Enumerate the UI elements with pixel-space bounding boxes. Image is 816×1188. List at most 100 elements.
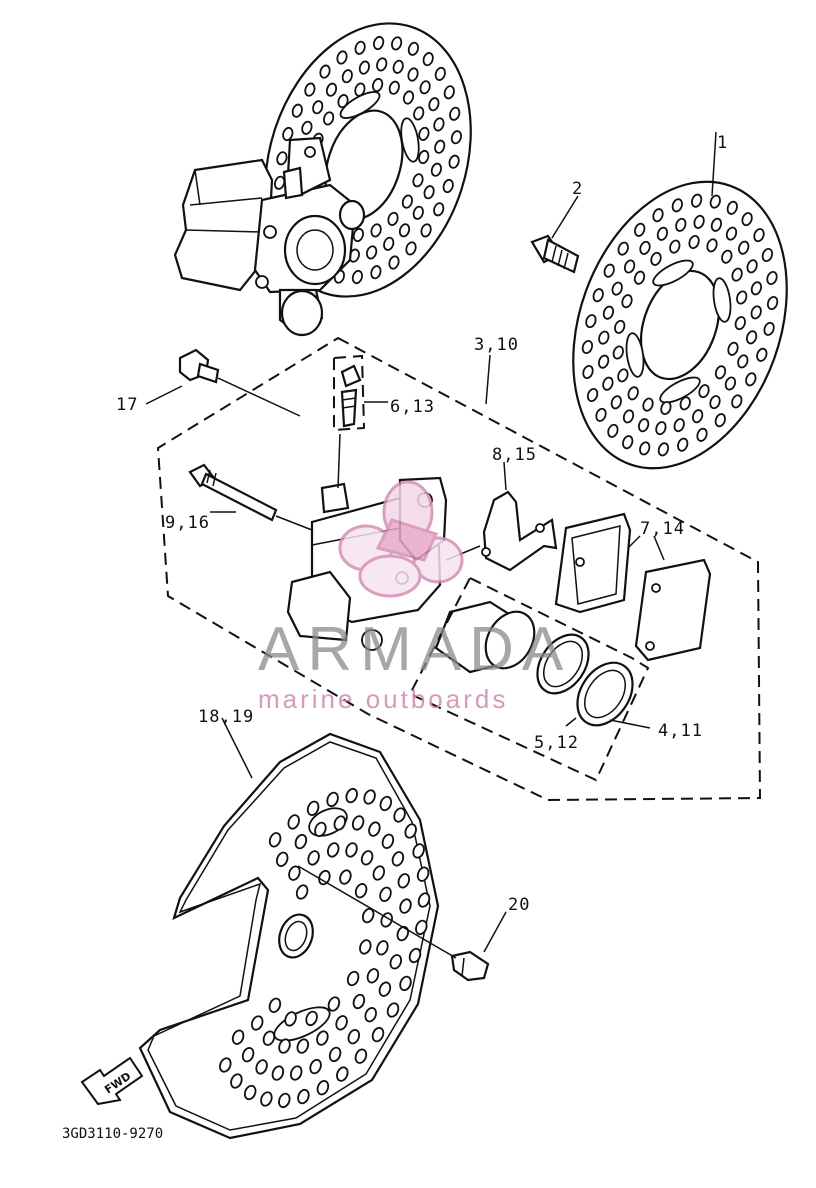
drilled-hole [381, 833, 395, 849]
drilled-hole [318, 869, 331, 886]
drilled-hole [448, 154, 460, 169]
drilled-hole [388, 255, 400, 270]
drilled-hole [603, 263, 615, 278]
drilled-hole [327, 996, 341, 1012]
drilled-hole [371, 1026, 385, 1043]
drilled-hole [268, 997, 282, 1013]
drilled-hole [706, 238, 718, 253]
drilled-hole [622, 435, 634, 450]
drilled-hole [363, 789, 376, 805]
drilled-hole [345, 842, 358, 858]
drilled-hole [325, 82, 338, 97]
drilled-hole [372, 865, 386, 881]
drilled-hole [639, 441, 651, 456]
drilled-hole [351, 269, 364, 285]
drilled-hole [611, 281, 623, 296]
drilled-hole [612, 345, 624, 360]
part-7-14-brake-pads [554, 512, 712, 662]
drilled-hole [442, 178, 454, 194]
drilled-hole [617, 368, 629, 383]
drilled-hole [750, 281, 763, 296]
drilled-hole [337, 94, 349, 109]
drilled-hole [276, 151, 288, 166]
drilled-hole [294, 833, 308, 850]
drilled-hole [656, 226, 669, 241]
drilled-hole [671, 198, 683, 213]
drilled-hole [422, 52, 434, 67]
drilled-hole [386, 1002, 400, 1018]
drilled-hole [602, 376, 614, 391]
drilled-hole [390, 36, 403, 51]
drilled-hole [691, 409, 704, 424]
drilled-hole [230, 1073, 243, 1089]
label-part-1: 1 [717, 133, 728, 153]
label-part-7-14: 7,14 [640, 519, 685, 539]
drilled-hole [602, 305, 615, 320]
drilled-hole [434, 66, 446, 81]
drilled-hole [336, 50, 348, 65]
drilled-hole [219, 1057, 232, 1073]
part-labels: 1 2 3,10 6,13 17 8,15 9,16 7,14 18,19 5,… [116, 133, 728, 915]
drilled-hole [660, 400, 672, 416]
drilled-hole [391, 851, 405, 867]
drilled-hole [365, 245, 378, 260]
drilled-hole [430, 162, 443, 177]
drilled-hole [268, 832, 282, 848]
drilled-hole [370, 223, 382, 238]
drilled-hole [326, 842, 340, 858]
label-part-6-13: 6,13 [390, 397, 435, 417]
drilled-hole [639, 240, 651, 255]
drilled-hole [669, 239, 681, 254]
drilled-hole [582, 364, 594, 380]
drilled-hole [725, 226, 738, 241]
drilled-hole [379, 795, 393, 812]
drilled-hole [721, 249, 733, 264]
drilled-hole [345, 787, 358, 804]
drilled-hole [352, 227, 365, 243]
drilled-hole [714, 413, 726, 428]
drilled-hole [341, 69, 353, 84]
drilled-hole [297, 1088, 310, 1105]
drilled-hole [592, 288, 604, 303]
drilled-hole [398, 223, 411, 238]
drilled-hole [354, 1048, 368, 1064]
label-part-20: 20 [508, 895, 530, 915]
drilled-hole [627, 386, 639, 401]
drilled-hole [621, 294, 633, 309]
drilled-hole [709, 395, 721, 410]
label-part-9-16: 9,16 [165, 513, 210, 533]
drilled-hole [766, 270, 778, 286]
drilled-hole [306, 800, 320, 816]
drilled-hole [726, 200, 738, 215]
drilled-hole [405, 241, 417, 256]
leader-lines [145, 131, 717, 959]
watermark-logo-flower [338, 480, 464, 598]
drilled-hole [585, 314, 597, 329]
drilled-hole [407, 67, 419, 82]
part-20-screw [450, 950, 490, 982]
drilled-hole [291, 103, 303, 118]
drilled-hole [278, 1092, 291, 1109]
drilled-hole [679, 396, 691, 411]
drilled-hole [241, 1047, 255, 1063]
drilled-hole [396, 925, 410, 942]
drilled-hole [750, 305, 762, 320]
drilled-hole [289, 1065, 303, 1081]
label-part-5-12: 5,12 [534, 733, 579, 753]
drilled-hole [339, 869, 352, 885]
watermark-tagline: marine outboards [258, 684, 508, 714]
drilled-hole [443, 85, 455, 100]
drilled-hole [738, 240, 750, 255]
drilled-hole [393, 807, 406, 823]
drilled-hole [322, 111, 335, 126]
drilled-hole [761, 247, 774, 263]
drilled-hole [301, 120, 313, 135]
drilled-hole [418, 149, 430, 165]
watermark-brand: ARMADA [258, 615, 571, 684]
diagram-code: 3GD3110-9270 [62, 1126, 163, 1142]
watermark: ARMADA marine outboards [258, 480, 571, 714]
drilled-hole [714, 365, 727, 380]
drilled-hole [262, 1030, 276, 1046]
drilled-hole [416, 866, 430, 882]
